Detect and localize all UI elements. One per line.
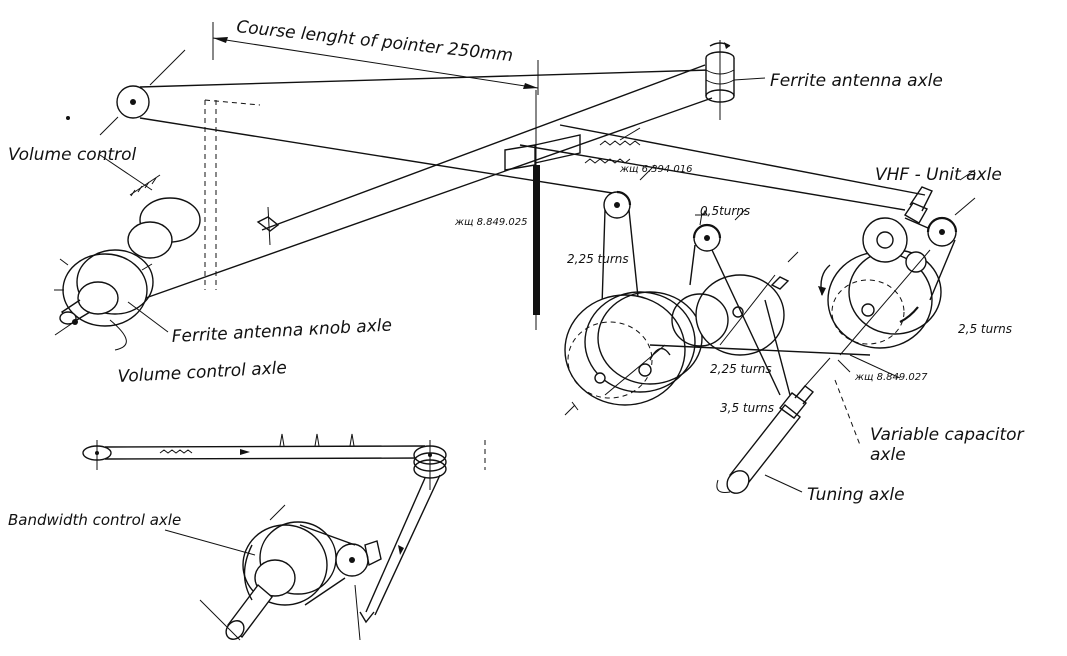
main-drum-middle (671, 274, 785, 356)
ferrite-knob-assembly (54, 249, 169, 351)
code-1-label: жщ 6.394 016 (619, 164, 693, 175)
code-2-label: жщ 8.849.025 (454, 217, 528, 228)
variable-capacitor-label-2: axle (870, 445, 906, 465)
half-turn-pulley (689, 209, 781, 396)
ferrite-antenna-drum (705, 40, 766, 120)
capacitor-leader (834, 379, 861, 446)
bandwidth-cord-system (82, 433, 486, 624)
center-pulley (599, 164, 656, 371)
vhf-drum (818, 249, 942, 356)
turns-2-5-label: 2,5 turns (958, 322, 1012, 336)
tuning-cord (649, 299, 901, 396)
volume-control-assembly (99, 154, 280, 259)
turns-2-25-a-label: 2,25 turns (567, 252, 629, 266)
tuning-axle-assembly (716, 357, 831, 494)
volume-control-axle-label: Volume control axle (117, 358, 287, 387)
bandwidth-knob-assembly (199, 504, 382, 641)
vhf-upper-pulleys (862, 186, 976, 301)
capacitor-stub (770, 251, 799, 290)
dot-mark (66, 116, 70, 120)
bandwidth-control-axle-label: Bandwidth control axle (8, 511, 181, 529)
variable-capacitor-label-1: Variable capacitor (870, 425, 1025, 445)
ferrite-antenna-axle-label: Ferrite antenna axle (770, 71, 943, 91)
turns-3-5-label: 3,5 turns (720, 401, 774, 415)
volume-control-label: Volume control (8, 145, 137, 165)
vhf-unit-axle-label: VHF - Unit axle (875, 165, 1002, 185)
course-length-label: Course lenght of pointer 250mm (235, 17, 513, 66)
turns-2-25-b-label: 2,25 turns (710, 362, 772, 376)
course-length-dimension (212, 22, 539, 95)
turns-0-5-label: 0,5turns (700, 204, 750, 218)
main-drum-left (564, 291, 703, 416)
upper-cord-system (99, 49, 926, 330)
code-3-label: жщ 8.849.027 (854, 372, 928, 383)
tuning-axle-label: Tuning axle (807, 485, 905, 505)
ferrite-antenna-knob-axle-label: Ferrite antenna кnob axle (171, 315, 392, 347)
